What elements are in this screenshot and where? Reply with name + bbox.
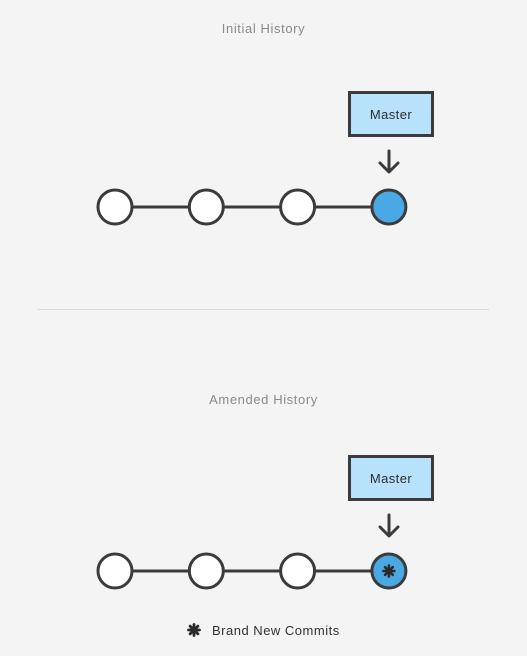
asterisk-icon [187, 623, 201, 637]
head-arrow-icon [378, 513, 400, 538]
commit-node [279, 188, 317, 226]
commit-node [187, 188, 225, 226]
head-arrow-icon [378, 149, 400, 174]
legend-label: Brand New Commits [212, 622, 340, 638]
commit-node [96, 188, 134, 226]
commit-node [96, 552, 134, 590]
amended-history-title: Amended History [209, 392, 318, 407]
master-branch-label: Master [348, 91, 434, 137]
amended-history-graph: Master [0, 444, 527, 604]
commit-node [279, 552, 317, 590]
initial-history-graph: Master [0, 80, 527, 240]
amended-commit-graph [96, 513, 408, 590]
head-commit-node [370, 188, 408, 226]
commit-node [187, 552, 225, 590]
master-branch-label: Master [348, 455, 434, 501]
section-divider [38, 309, 489, 310]
new-commit-asterisk-icon [382, 564, 396, 578]
initial-commit-graph [96, 149, 408, 226]
initial-history-title: Initial History [221, 21, 306, 36]
legend: Brand New Commits [186, 621, 340, 639]
